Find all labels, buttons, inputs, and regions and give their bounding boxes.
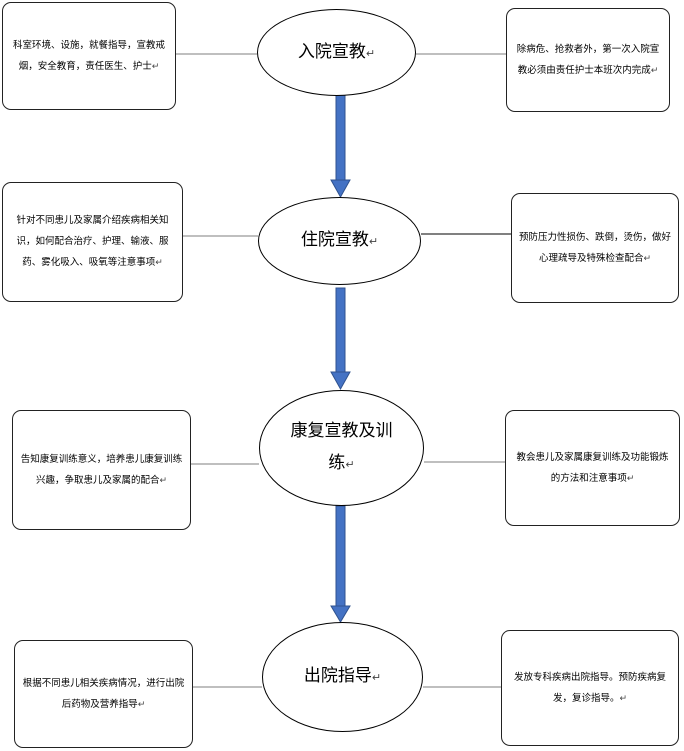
stage-1-title-wrap: 入院宣教↵ <box>280 38 393 68</box>
stage-3-right-text: 教会患儿及家属康复训练及功能锻炼的方法和注意事项 <box>516 451 669 484</box>
paragraph-mark: ↵ <box>155 258 163 268</box>
paragraph-mark: ↵ <box>137 699 146 710</box>
paragraph-mark: ↵ <box>365 46 376 60</box>
stage-4-right-text-wrap: 发放专科疾病出院指导。预防疾病复发，复诊指导。↵ <box>502 667 678 710</box>
stage-1-left-note: 科室环境、设施，就餐指导，宣教戒烟，安全教育，责任医生、护士↵ <box>2 2 176 110</box>
paragraph-mark: ↵ <box>368 235 379 248</box>
stage-1-ellipse: 入院宣教↵ <box>257 9 416 96</box>
stage-4-left-note: 根据不同患儿相关疾病情况，进行出院后药物及营养指导↵ <box>14 640 193 748</box>
stage-3-title-wrap: 康复宣教及训练↵ <box>260 415 423 481</box>
stage-3-ellipse: 康复宣教及训练↵ <box>259 390 424 506</box>
stage-1-left-text-wrap: 科室环境、设施，就餐指导，宣教戒烟，安全教育，责任医生、护士↵ <box>3 35 175 78</box>
down-arrow-1 <box>330 93 351 199</box>
down-arrow-2 <box>330 287 351 391</box>
paragraph-mark: ↵ <box>159 475 168 486</box>
stage-1-right-note: 除病危、抢救者外，第一次入院宣教必须由责任护士本班次内完成↵ <box>506 8 670 112</box>
stage-4-right-note: 发放专科疾病出院指导。预防疾病复发，复诊指导。↵ <box>501 630 679 746</box>
stage-3-left-text-wrap: 告知康复训练意义，培养患儿康复训练兴趣，争取患儿及家属的配合↵ <box>13 449 190 492</box>
paragraph-mark: ↵ <box>619 693 628 704</box>
stage-2-left-text: 针对不同患儿及家属介绍疾病相关知识，如何配合治疗、护理、输液、服药、雾化吸入、吸… <box>16 215 169 268</box>
stage-2-left-note: 针对不同患儿及家属介绍疾病相关知识，如何配合治疗、护理、输液、服药、雾化吸入、吸… <box>2 182 183 302</box>
stage-2-left-text-wrap: 针对不同患儿及家属介绍疾病相关知识，如何配合治疗、护理、输液、服药、雾化吸入、吸… <box>3 210 182 274</box>
stage-3-left-text: 告知康复训练意义，培养患儿康复训练兴趣，争取患儿及家属的配合 <box>20 453 183 486</box>
stage-2-title-wrap: 住院宣教↵ <box>283 226 396 256</box>
stage-4-right-text: 发放专科疾病出院指导。预防疾病复发，复诊指导。 <box>513 671 666 704</box>
stage-4-left-text-wrap: 根据不同患儿相关疾病情况，进行出院后药物及营养指导↵ <box>15 673 192 716</box>
stage-2-right-text: 预防压力性损伤、跌倒，烫伤，做好心理疏导及特殊检查配合 <box>518 231 671 264</box>
paragraph-mark: ↵ <box>626 473 635 484</box>
paragraph-mark: ↵ <box>371 671 382 684</box>
stage-3-right-text-wrap: 教会患儿及家属康复训练及功能锻炼的方法和注意事项↵ <box>506 447 679 490</box>
stage-3-right-note: 教会患儿及家属康复训练及功能锻炼的方法和注意事项↵ <box>505 410 680 526</box>
stage-4-title: 出院指导 <box>303 666 372 686</box>
stage-1-right-text-wrap: 除病危、抢救者外，第一次入院宣教必须由责任护士本班次内完成↵ <box>507 39 669 82</box>
stage-3-title: 康复宣教及训练 <box>290 421 393 473</box>
stage-2-ellipse: 住院宣教↵ <box>258 197 421 285</box>
stage-1-left-text: 科室环境、设施，就餐指导，宣教戒烟，安全教育，责任医生、护士 <box>12 39 165 72</box>
down-arrow-3 <box>330 505 351 623</box>
stage-2-right-note: 预防压力性损伤、跌倒，烫伤，做好心理疏导及特殊检查配合↵ <box>511 193 679 303</box>
paragraph-mark: ↵ <box>650 65 659 76</box>
stage-3-left-note: 告知康复训练意义，培养患儿康复训练兴趣，争取患儿及家属的配合↵ <box>12 410 191 530</box>
stage-2-right-text-wrap: 预防压力性损伤、跌倒，烫伤，做好心理疏导及特殊检查配合↵ <box>512 227 678 270</box>
paragraph-mark: ↵ <box>643 253 652 264</box>
stage-4-title-wrap: 出院指导↵ <box>286 662 399 692</box>
paragraph-mark: ↵ <box>345 458 355 471</box>
stage-1-title: 入院宣教 <box>297 41 366 62</box>
stage-4-ellipse: 出院指导↵ <box>262 622 423 732</box>
stage-1-right-text: 除病危、抢救者外，第一次入院宣教必须由责任护士本班次内完成 <box>516 43 660 76</box>
stage-4-left-text: 根据不同患儿相关疾病情况，进行出院后药物及营养指导 <box>22 677 185 710</box>
paragraph-mark: ↵ <box>151 61 160 72</box>
stage-2-title: 住院宣教 <box>300 230 369 250</box>
